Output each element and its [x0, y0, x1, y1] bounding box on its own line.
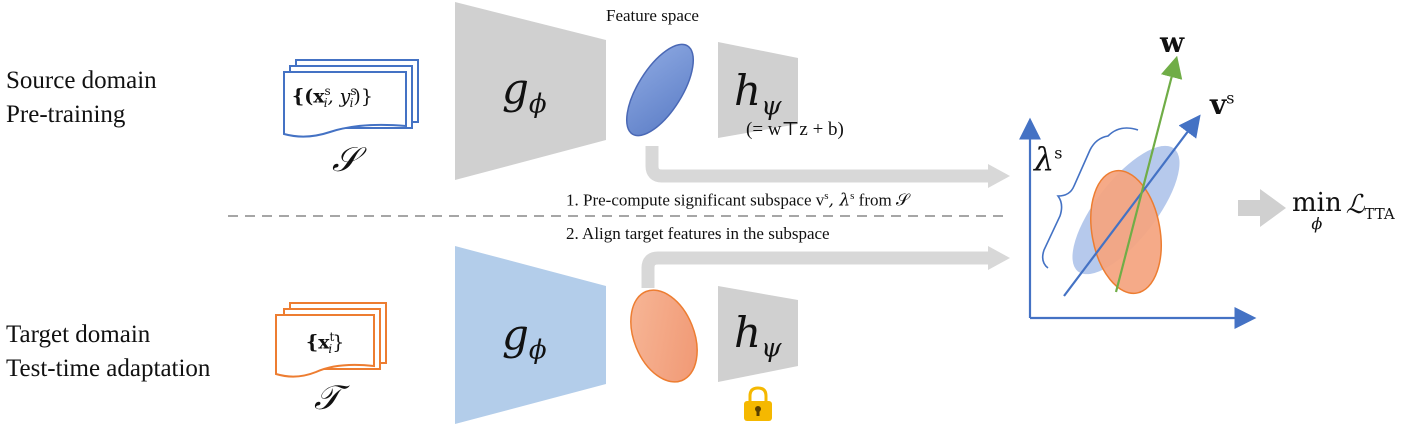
objective-arrow	[1238, 189, 1286, 227]
target-label-group: Target domain Test-time adaptation	[6, 318, 210, 386]
target-head-shape	[718, 286, 798, 382]
vs-label: vs	[1210, 88, 1235, 121]
target-encoder-label: gϕ	[502, 310, 547, 366]
target-feature-ellipse	[630, 289, 698, 383]
source-feature-ellipse	[625, 43, 695, 137]
plot-target-ellipse	[1090, 169, 1162, 295]
target-encoder-shape	[455, 246, 606, 424]
lock-icon	[744, 386, 772, 421]
source-phase-label: Pre-training	[6, 101, 126, 128]
feature-space-label: Feature space	[606, 6, 699, 25]
target-dataset-stack	[275, 302, 387, 378]
source-set-symbol: 𝒮	[332, 140, 359, 180]
source-encoder-label: gϕ	[502, 64, 547, 120]
source-head-shape	[718, 42, 798, 138]
flow-arrow-source	[645, 146, 990, 183]
source-encoder-shape	[455, 2, 606, 180]
target-domain-label: Target domain	[6, 321, 151, 348]
target-phase-label: Test-time adaptation	[6, 355, 211, 382]
plot-axes	[1019, 117, 1257, 329]
w-arrow	[1114, 55, 1183, 293]
target-head-label: hψ	[734, 308, 782, 364]
w-label: w	[1160, 26, 1185, 59]
vs-arrow	[1063, 114, 1201, 297]
flow-arrow-target	[641, 251, 990, 288]
source-domain-label: Source domain	[6, 67, 157, 94]
lambda-label: λs	[1034, 140, 1063, 178]
source-label-group: Source domain Pre-training	[6, 64, 157, 132]
objective-formula: min ϕ ℒTTA	[1292, 188, 1395, 233]
step2-text: 2. Align target features in the subspace	[566, 224, 830, 243]
source-dataset-stack	[283, 59, 419, 138]
target-dataset-formula: {xti}	[306, 330, 345, 357]
target-set-symbol: 𝒯	[314, 378, 341, 418]
flow-arrowhead-source	[988, 164, 1010, 188]
step1-text: 1. Pre-compute significant subspace vs, …	[566, 190, 910, 211]
flow-arrowhead-target	[988, 246, 1010, 270]
source-head-label: hψ	[734, 66, 782, 122]
head-formula: (= w⊤z + b)	[746, 119, 844, 140]
source-dataset-formula: {(xsi, ysi)}	[292, 84, 373, 111]
lambda-brace	[1041, 127, 1139, 269]
